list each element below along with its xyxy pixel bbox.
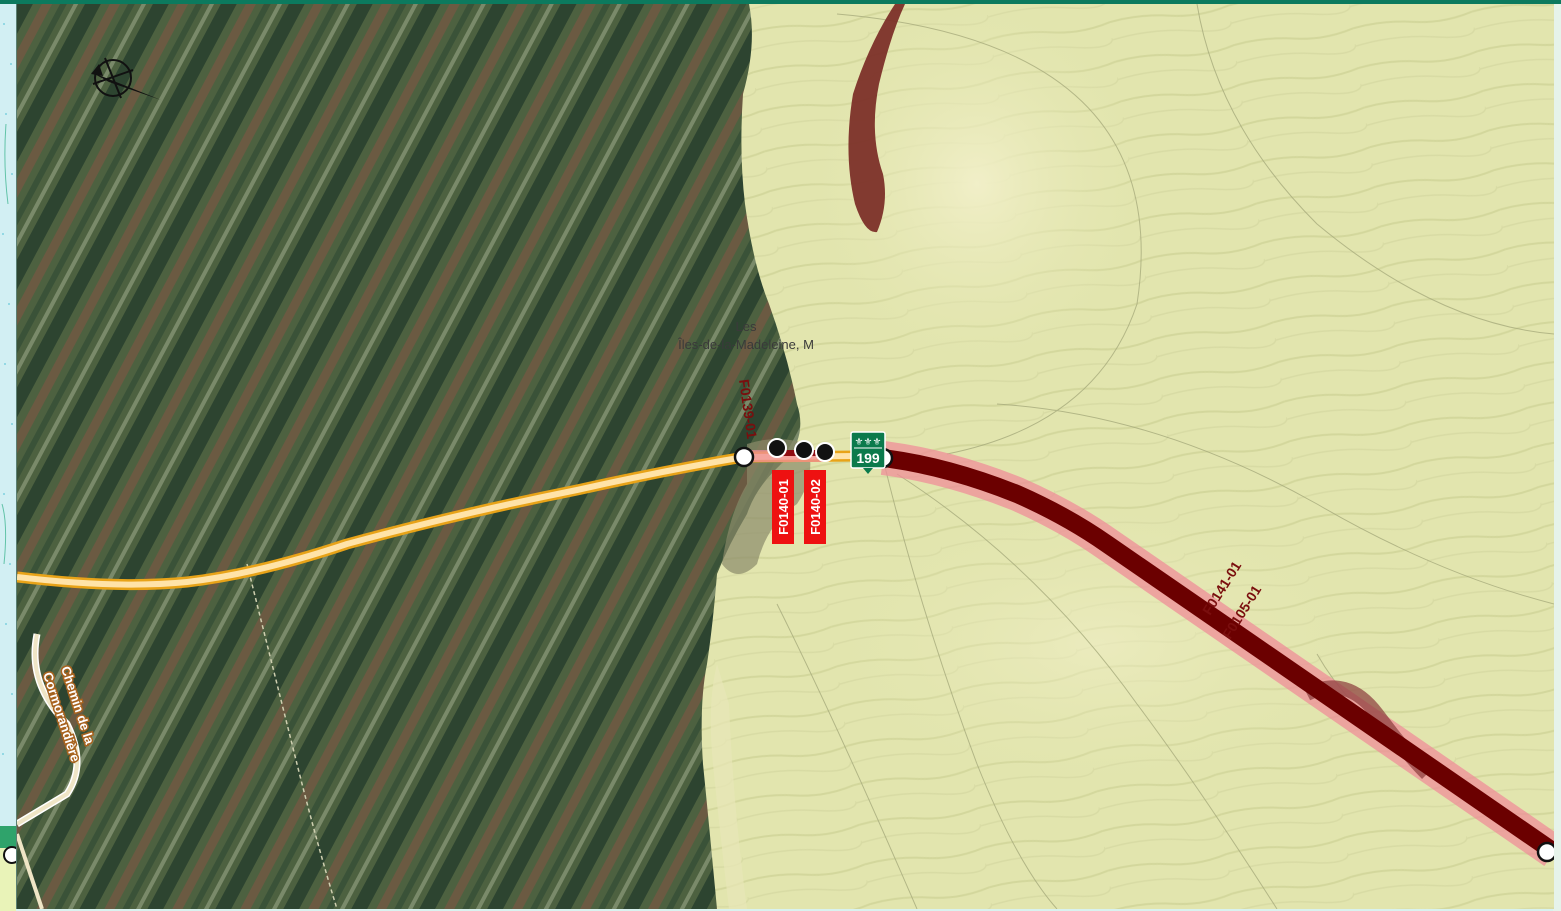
- sandbar-feature: [848, 4, 905, 233]
- map-canvas[interactable]: F0140-01 F0140-02 ⚜⚜⚜ 199 F0139-01 F0141…: [17, 4, 1554, 909]
- trail-path: [246, 563, 338, 909]
- segment-f0141[interactable]: [881, 449, 1554, 860]
- depth-contours: [776, 4, 1554, 909]
- place-label-line2: Îles-de-la-Madeleine, M: [677, 337, 814, 352]
- route-shield-199[interactable]: ⚜⚜⚜ 199: [850, 431, 886, 474]
- badge-f0140-02-text: F0140-02: [808, 479, 823, 535]
- badge-f0140-02[interactable]: F0140-02: [804, 470, 826, 544]
- chemin-road-south: [17, 833, 44, 909]
- left-edge-pattern: [0, 23, 21, 911]
- segment-node-1[interactable]: [767, 438, 787, 458]
- segment-node-2[interactable]: [794, 440, 814, 460]
- segment-node-3[interactable]: [815, 442, 835, 462]
- route-number: 199: [856, 450, 880, 466]
- north-arrow-icon: [91, 57, 161, 100]
- highway-199[interactable]: [17, 453, 858, 588]
- top-border-bar: [0, 0, 1561, 4]
- shoal-highlight-south: [797, 484, 1397, 804]
- edge-node-left: [3, 846, 21, 864]
- badge-f0140-01[interactable]: F0140-01: [772, 470, 794, 544]
- segment-node-start[interactable]: [733, 446, 755, 468]
- beach-edge: [710, 664, 747, 909]
- segment-node-end[interactable]: [1536, 841, 1554, 863]
- badge-f0140-01-text: F0140-01: [776, 479, 791, 535]
- shoal-highlight: [797, 4, 1157, 384]
- right-map-edge: [1553, 4, 1561, 911]
- forest-land: [17, 4, 801, 909]
- chemin-road: [17, 633, 79, 826]
- map-viewport[interactable]: F0140-01 F0140-02 ⚜⚜⚜ 199 F0139-01 F0141…: [16, 4, 1554, 909]
- place-label-line1: Les: [736, 319, 757, 334]
- left-map-edge: [0, 4, 21, 911]
- shield-fleur-icon: ⚜⚜⚜: [855, 437, 882, 448]
